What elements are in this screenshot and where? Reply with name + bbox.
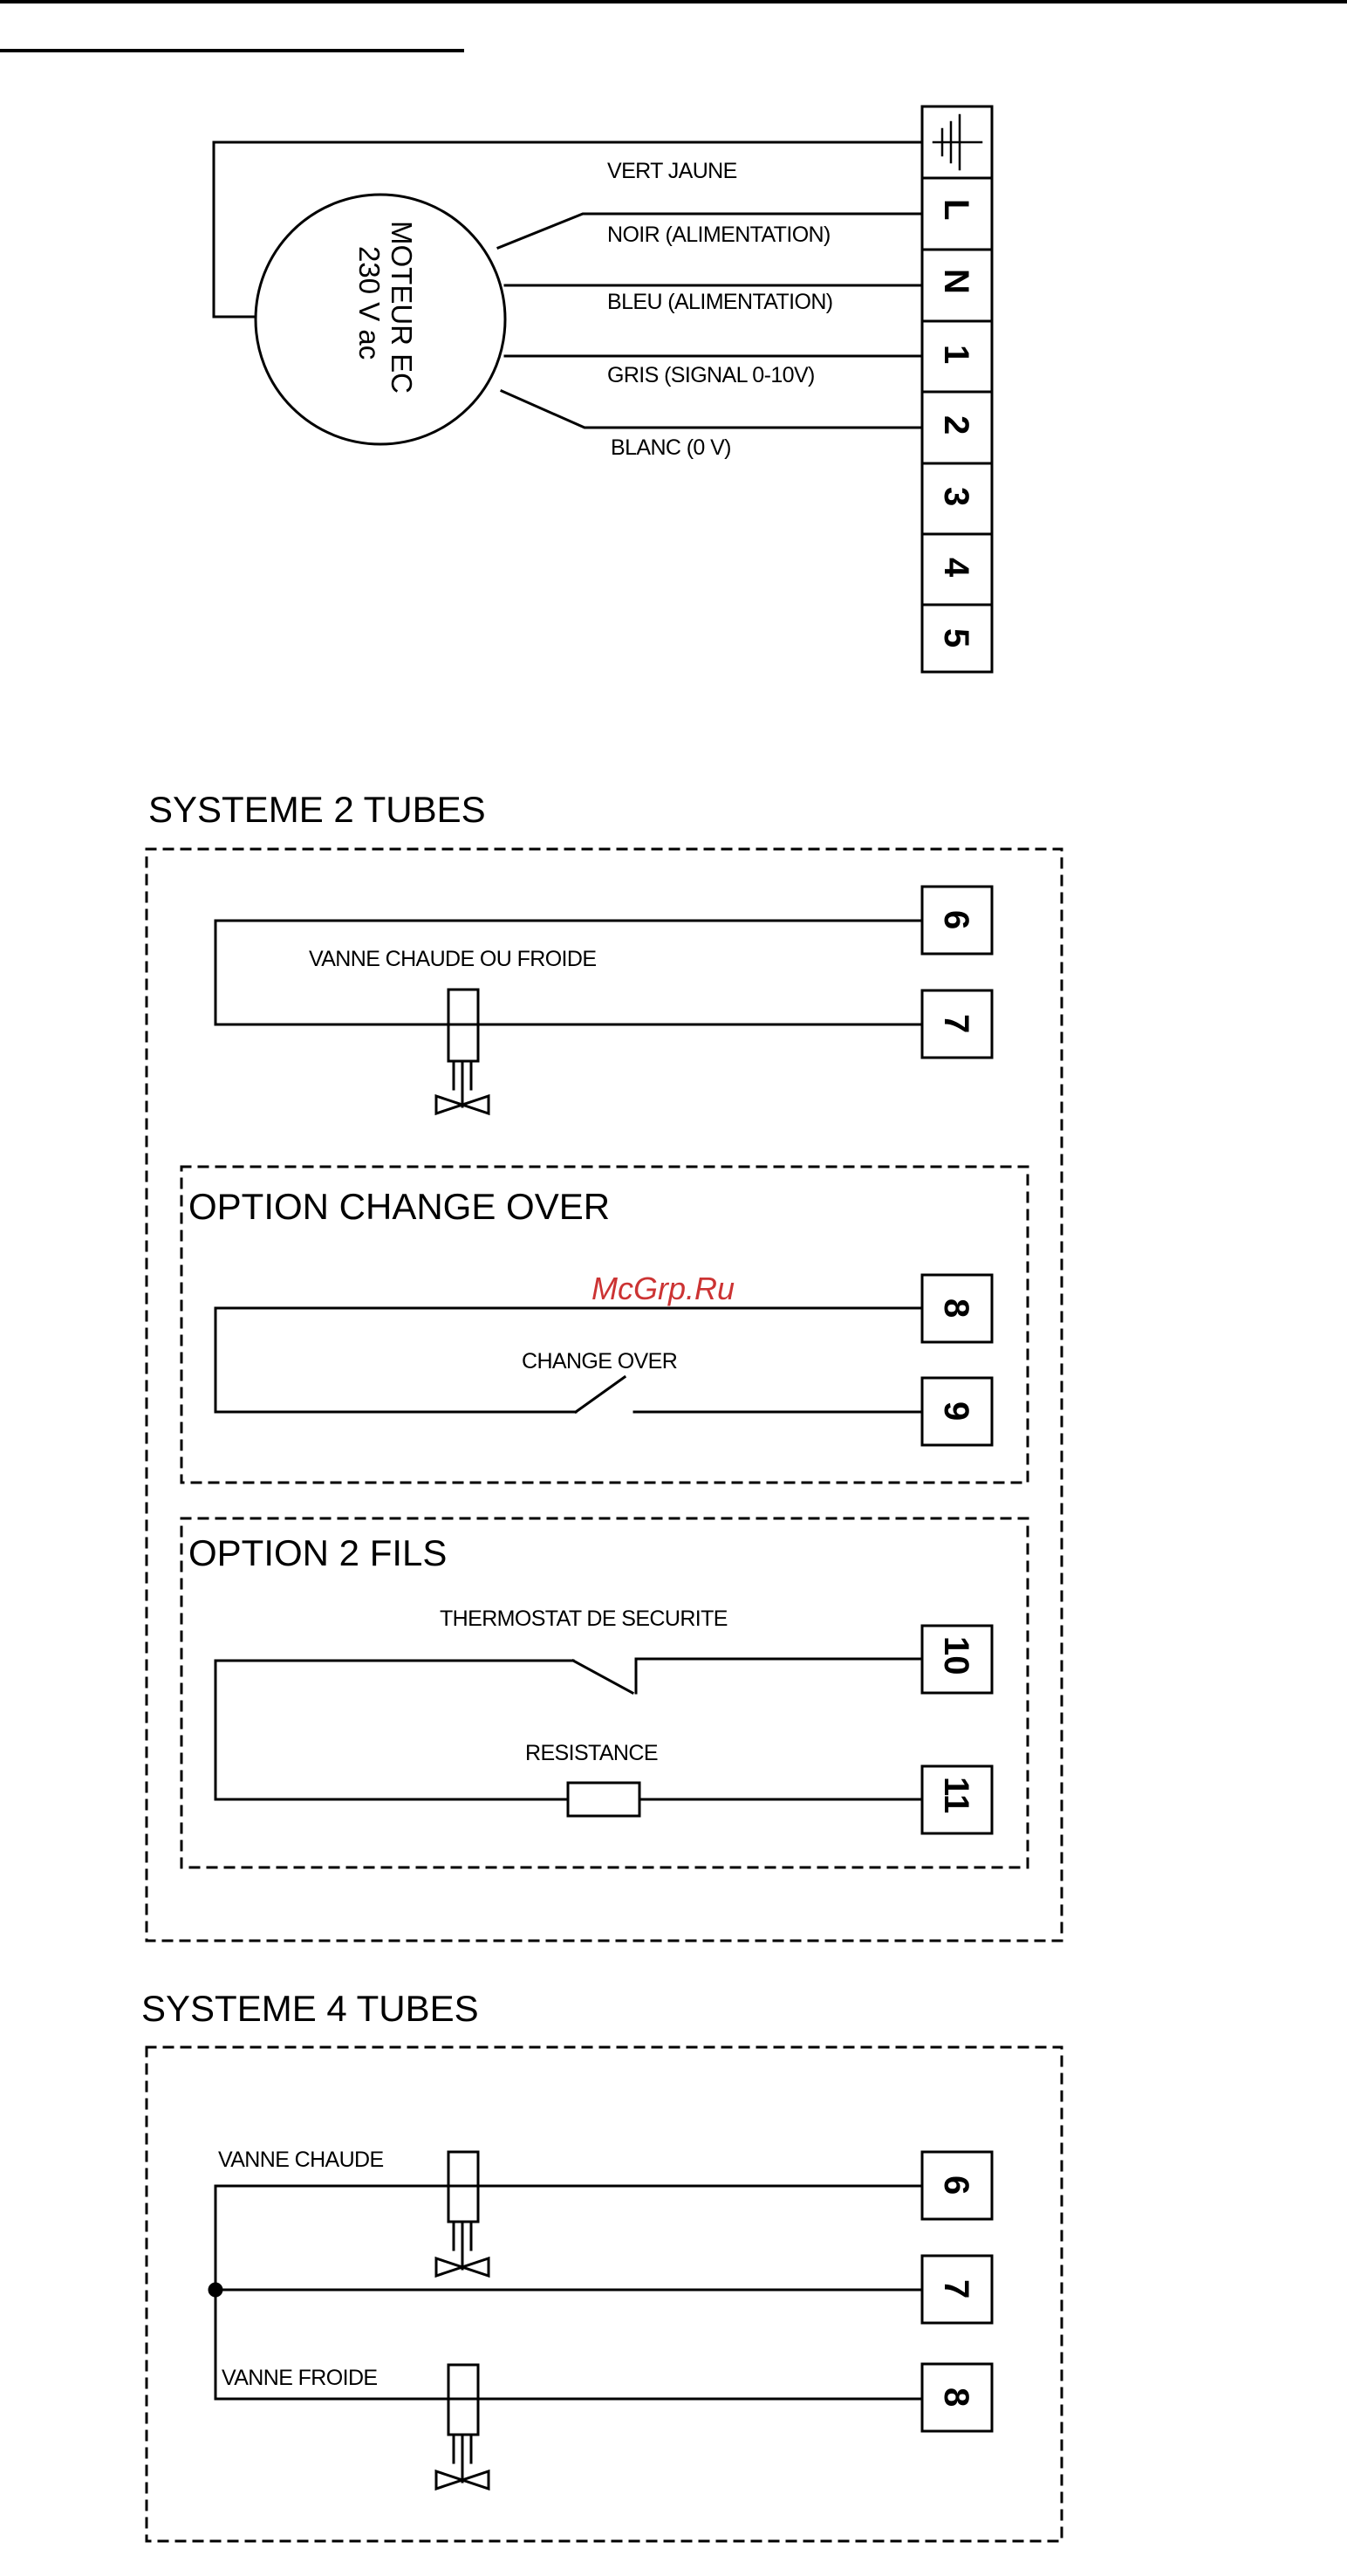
label-signal-wire: GRIS (SIGNAL 0-10V) xyxy=(607,363,815,387)
co-terminal-8: 8 xyxy=(937,1298,975,1318)
valve-hot-cold-label: VANNE CHAUDE OU FROIDE xyxy=(309,947,596,971)
motor-label-line1: MOTEUR EC xyxy=(386,221,418,394)
thermostat-label: THERMOSTAT DE SECURITE xyxy=(440,1607,728,1631)
motor-label-line2: 230 V ac xyxy=(353,246,386,360)
wire-live xyxy=(496,212,924,250)
two-wires-frame xyxy=(180,1517,1029,1869)
tf-wire-loop xyxy=(214,1659,575,1801)
system2-frame xyxy=(145,847,1063,1942)
label-earth-wire: VERT JAUNE xyxy=(607,159,737,183)
wire-earth xyxy=(212,140,924,319)
watermark: McGrp.Ru xyxy=(591,1271,735,1306)
s2-terminal-7: 7 xyxy=(937,1014,975,1033)
motor-circle xyxy=(254,193,507,446)
motor-terminal-3: 3 xyxy=(937,487,975,506)
tf-wire-thermostat xyxy=(634,1657,924,1695)
motor-terminal-N: N xyxy=(937,269,975,294)
co-terminal-9: 9 xyxy=(937,1401,975,1421)
motor-terminal-4: 4 xyxy=(937,558,975,578)
s4-junction-dot xyxy=(208,2282,223,2298)
thermostat-switch-icon xyxy=(571,1658,635,1696)
valve-cold-label: VANNE FROIDE xyxy=(222,2366,377,2390)
valve-cold-icon xyxy=(434,2363,490,2491)
motor-terminal-block xyxy=(920,105,994,674)
changeover-label: CHANGE OVER xyxy=(522,1349,677,1374)
motor-terminal-1: 1 xyxy=(937,345,975,364)
label-zero-wire: BLANC (0 V) xyxy=(611,435,731,460)
motor-terminal-2: 2 xyxy=(937,415,975,435)
two-wires-title: OPTION 2 FILS xyxy=(188,1532,447,1573)
s4-terminal-8: 8 xyxy=(937,2388,975,2407)
s4-terminal-6: 6 xyxy=(937,2175,975,2195)
motor-terminal-L: L xyxy=(937,199,975,220)
tf-terminal-10: 10 xyxy=(937,1636,975,1675)
s4-terminal-7: 7 xyxy=(937,2279,975,2299)
changeover-switch-icon xyxy=(573,1374,627,1415)
valve-hot-cold-icon xyxy=(434,988,490,1116)
wire-zero xyxy=(500,389,924,429)
valve-hot-label: VANNE CHAUDE xyxy=(218,2148,384,2172)
co-wire xyxy=(214,1306,924,1414)
resistance-label: RESISTANCE xyxy=(525,1741,658,1765)
label-neutral-wire: BLEU (ALIMENTATION) xyxy=(607,290,833,314)
tf-terminal-11: 11 xyxy=(937,1777,975,1813)
resistance-icon xyxy=(566,1781,641,1818)
system4-title: SYSTEME 4 TUBES xyxy=(141,1988,479,2029)
label-live-wire: NOIR (ALIMENTATION) xyxy=(607,223,831,247)
motor-terminal-5: 5 xyxy=(937,628,975,647)
system2-title: SYSTEME 2 TUBES xyxy=(148,789,486,830)
s2-terminal-6: 6 xyxy=(937,910,975,929)
changeover-title: OPTION CHANGE OVER xyxy=(188,1186,610,1227)
s2-wire-loop xyxy=(214,919,924,1026)
earth-icon xyxy=(932,113,983,171)
valve-hot-icon xyxy=(434,2150,490,2278)
changeover-frame xyxy=(180,1165,1029,1484)
system4-frame xyxy=(145,2045,1063,2543)
